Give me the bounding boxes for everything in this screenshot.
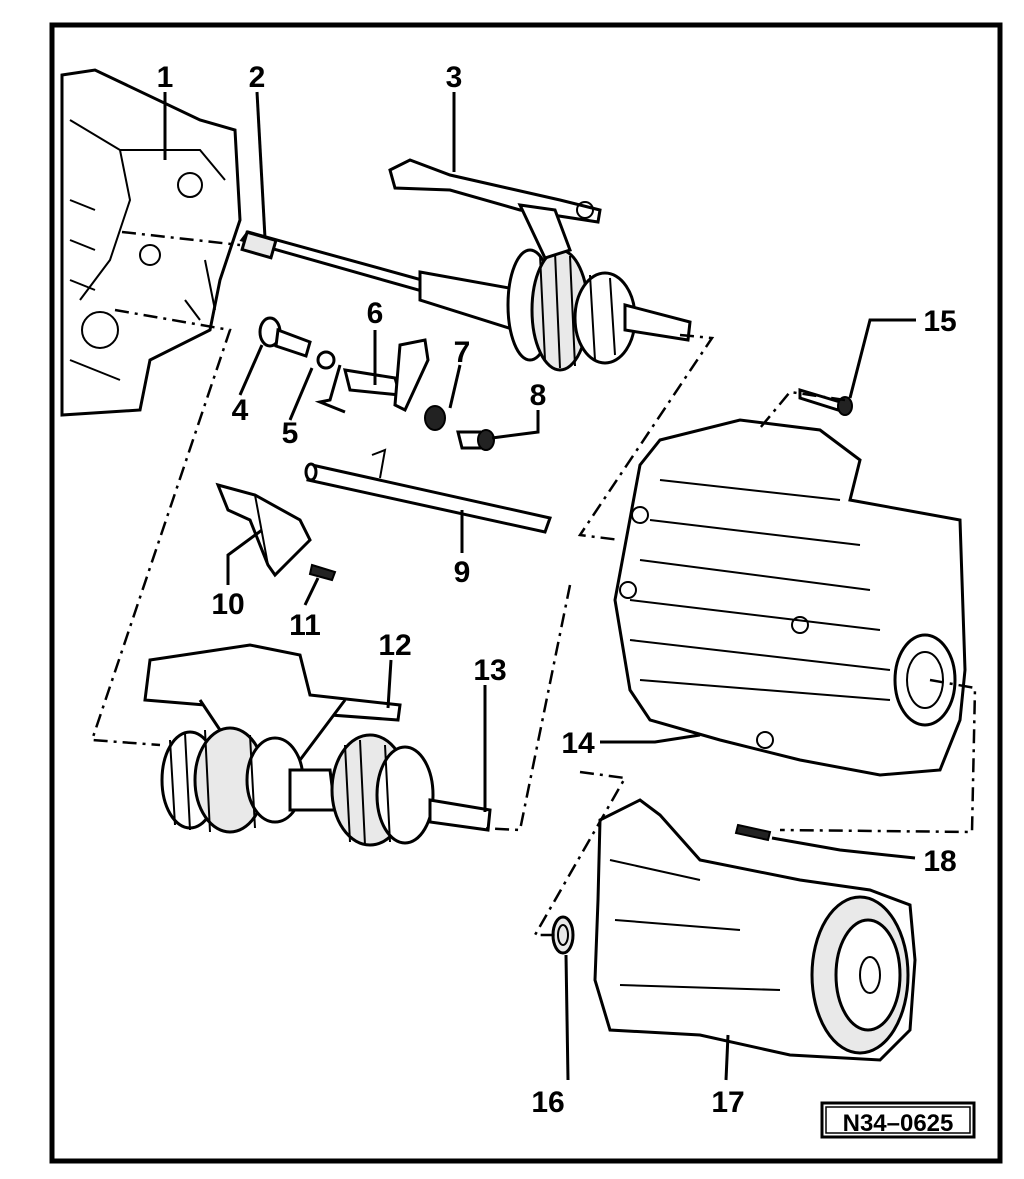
callout-label-2: 2 xyxy=(249,61,266,94)
diagram-frame xyxy=(49,22,1003,1164)
bolt-washer-part xyxy=(258,316,312,358)
callout-label-15: 15 xyxy=(923,305,956,338)
plug-part xyxy=(456,429,495,451)
callout-labels: 1 2 3 4 5 6 7 8 9 10 11 12 13 14 15 16 1… xyxy=(157,61,957,1119)
callout-label-18: 18 xyxy=(923,845,956,878)
callout-label-13: 13 xyxy=(473,654,506,687)
callout-label-12: 12 xyxy=(378,629,411,662)
callout-label-7: 7 xyxy=(454,336,471,369)
selector-shaft-part xyxy=(304,448,552,534)
gearbox-case-part xyxy=(613,418,967,777)
callout-label-16: 16 xyxy=(531,1086,564,1119)
callout-label-17: 17 xyxy=(711,1086,744,1119)
shift-lever-part xyxy=(314,338,430,414)
nut-part xyxy=(424,405,446,431)
shift-fork-part xyxy=(215,482,312,578)
callout-label-4: 4 xyxy=(232,394,249,427)
callout-label-14: 14 xyxy=(561,727,595,760)
housing-bolt-part xyxy=(734,823,772,842)
assembly-lines xyxy=(90,230,977,937)
callout-label-9: 9 xyxy=(454,556,471,589)
callout-label-8: 8 xyxy=(530,379,547,412)
callout-label-1: 1 xyxy=(157,61,174,94)
leader-lines xyxy=(163,91,916,1081)
reference-code: N34–0625 xyxy=(843,1110,954,1137)
callout-label-5: 5 xyxy=(282,417,299,450)
rear-housing-part xyxy=(593,798,917,1062)
callout-label-10: 10 xyxy=(211,588,244,621)
spring-washer-part xyxy=(316,350,336,370)
mainshaft-assembly-part xyxy=(143,643,492,847)
callout-label-11: 11 xyxy=(289,609,321,642)
reference-code-box: N34–0625 xyxy=(820,1101,976,1139)
gearbox-housing-part xyxy=(60,68,242,417)
oil-seal-part xyxy=(551,915,575,955)
selector-rail-part xyxy=(388,158,602,260)
callout-label-6: 6 xyxy=(367,297,384,330)
input-shaft-part xyxy=(239,230,692,372)
fork-bolt-part xyxy=(308,563,337,582)
callout-label-3: 3 xyxy=(446,61,463,94)
